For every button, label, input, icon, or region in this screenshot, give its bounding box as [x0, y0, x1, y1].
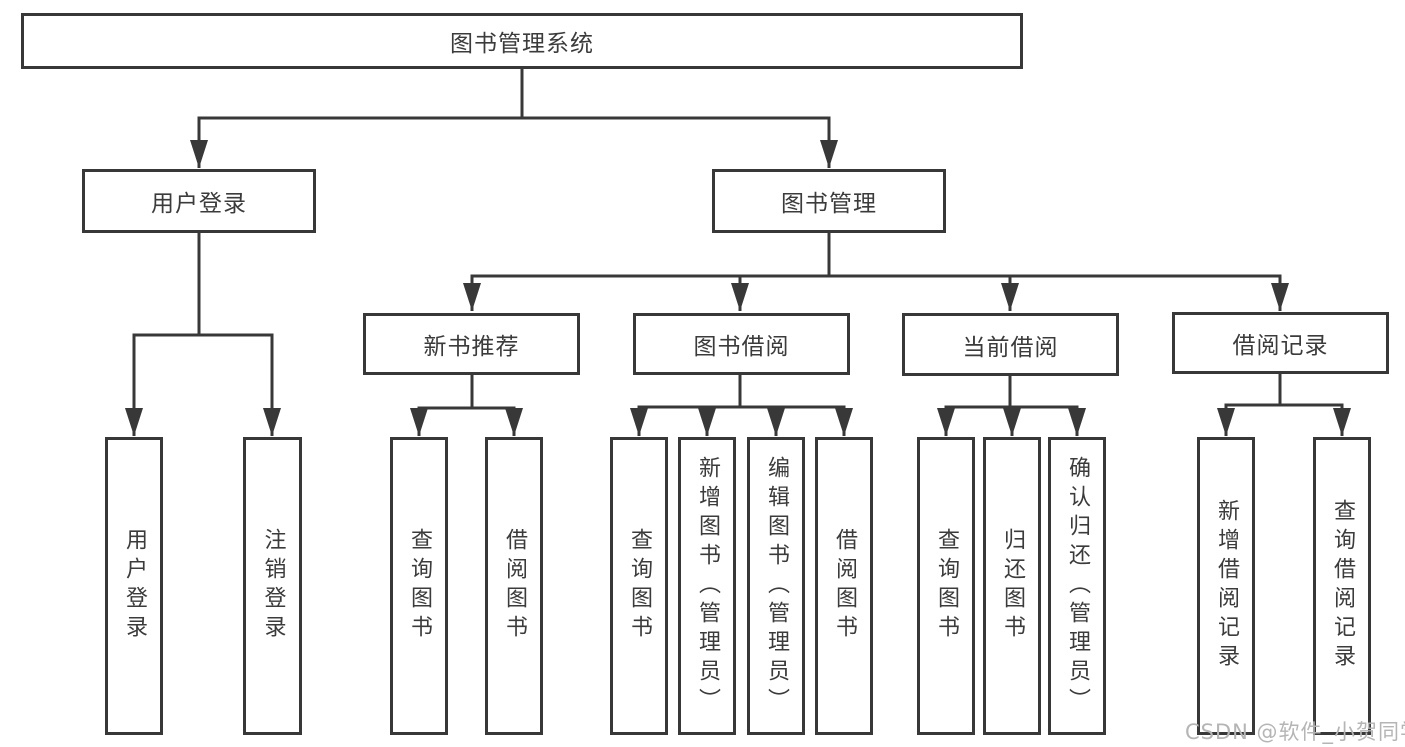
connector-root-split [197, 69, 831, 120]
leaf-query-books-current-label: 查询图书 [934, 528, 959, 644]
leaf-add-book-admin-label: 新增图书（管理员） [695, 455, 720, 717]
leaf-user-login: 用户登录 [105, 437, 163, 735]
leaf-edit-book-admin-label: 编辑图书（管理员） [764, 455, 789, 717]
leaf-return-book: 归还图书 [983, 437, 1041, 735]
leaf-confirm-return-admin: 确认归还（管理员） [1048, 437, 1106, 735]
leaf-query-books-borrow: 查询图书 [610, 437, 668, 735]
csdn-watermark: CSDN @软件_小贺同学 [1185, 720, 1405, 744]
leaf-add-book-admin: 新增图书（管理员） [678, 437, 736, 735]
connector-book-management-split [470, 233, 1282, 278]
leaf-confirm-return-admin-label: 确认归还（管理员） [1065, 455, 1090, 717]
leaf-borrow-books-recommend: 借阅图书 [485, 437, 543, 735]
node-new-book-recommend: 新书推荐 [363, 313, 580, 375]
connector-new-book-split [417, 375, 516, 410]
connector-borrow-records-split [1224, 374, 1344, 407]
node-user-login: 用户登录 [82, 169, 316, 233]
leaf-query-books-borrow-label: 查询图书 [627, 528, 652, 644]
connector-book-borrow-split [637, 375, 846, 409]
leaf-borrow-books-recommend-label: 借阅图书 [502, 528, 527, 644]
leaf-borrow-books: 借阅图书 [815, 437, 873, 735]
leaf-query-books-recommend: 查询图书 [390, 437, 448, 735]
leaf-query-books-recommend-label: 查询图书 [407, 528, 432, 644]
node-book-management: 图书管理 [712, 169, 946, 233]
leaf-logout-label: 注销登录 [260, 528, 286, 644]
leaf-borrow-books-label: 借阅图书 [832, 528, 857, 644]
leaf-edit-book-admin: 编辑图书（管理员） [747, 437, 805, 735]
leaf-add-borrow-record: 新增借阅记录 [1197, 437, 1255, 735]
node-borrow-records: 借阅记录 [1172, 312, 1389, 374]
node-current-borrow: 当前借阅 [902, 313, 1119, 376]
node-root-system: 图书管理系统 [21, 13, 1023, 69]
connector-current-borrow-split [944, 376, 1079, 409]
node-book-borrow: 图书借阅 [633, 313, 850, 375]
leaf-query-borrow-record-label: 查询借阅记录 [1330, 499, 1355, 673]
leaf-return-book-label: 归还图书 [1000, 528, 1025, 644]
leaf-query-borrow-record: 查询借阅记录 [1313, 437, 1371, 735]
leaf-user-login-label: 用户登录 [122, 528, 147, 644]
leaf-add-borrow-record-label: 新增借阅记录 [1214, 499, 1239, 673]
connector-user-login-split [132, 233, 274, 337]
leaf-logout: 注销登录 [243, 437, 302, 735]
leaf-query-books-current: 查询图书 [917, 437, 975, 735]
